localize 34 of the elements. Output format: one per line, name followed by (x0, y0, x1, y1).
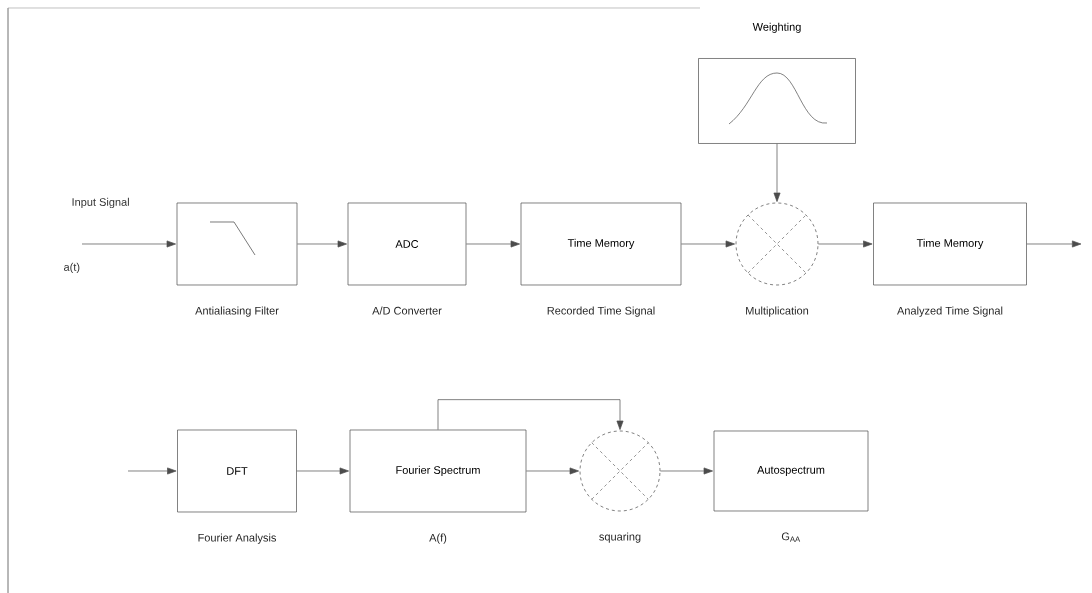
node-label: Fourier Analysis (198, 533, 276, 544)
block-box: Time Memory (873, 202, 1027, 286)
block-box (176, 202, 298, 286)
arrow (681, 240, 735, 248)
arrow (818, 240, 873, 248)
block-box: DFT (177, 429, 297, 513)
multiplier-symbol (735, 202, 819, 286)
arrow (466, 240, 520, 248)
arrow (297, 240, 347, 248)
multiplier-symbol (579, 430, 661, 512)
node-label: squaring (599, 532, 641, 543)
node-label: Recorded Time Signal (547, 306, 655, 317)
arrow (81, 240, 176, 248)
node-label: A(f) (429, 533, 447, 544)
arrow (437, 399, 624, 430)
arrow (127, 467, 177, 475)
arrow (1026, 240, 1082, 248)
block-box: Weighting (698, 22, 856, 144)
node-label: Weighting (752, 22, 801, 33)
signal-label: Input Signal (72, 197, 129, 209)
arrow (773, 143, 781, 202)
node-label: G$_{AA}$ (781, 532, 801, 542)
arrow (660, 467, 713, 475)
node-label: Multiplication (746, 306, 809, 317)
arrow (296, 467, 349, 475)
node-label: Antialiasing Filter (195, 306, 279, 317)
block-box: ADC (347, 202, 467, 286)
node-label: Analyzed Time Signal (897, 306, 1003, 317)
block-box: Time Memory (520, 202, 682, 286)
node-label: A/D Converter (372, 306, 442, 315)
block-box: Fourier Spectrum (349, 429, 527, 513)
arrow (526, 467, 579, 475)
signal-label: a(t) (64, 262, 80, 274)
block-box: Autospectrum (713, 430, 869, 512)
